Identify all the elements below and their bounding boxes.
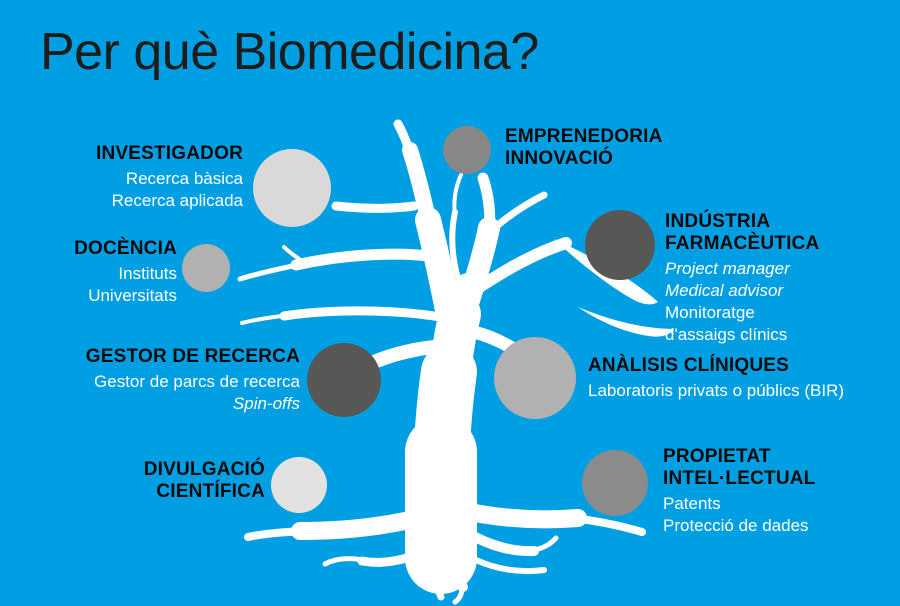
- career-line: Medical advisor: [665, 281, 784, 300]
- career-block-investigador: INVESTIGADOR Recerca bàsica Recerca apli…: [40, 143, 243, 212]
- career-block-divulgacio-cientifica: DIVULGACIÓ CIENTÍFICA: [100, 459, 265, 506]
- page-title: Per què Biomedicina?: [40, 23, 539, 81]
- emprenedoria-innovacio-circle: [443, 126, 491, 174]
- industria-farmaceutica-circle: [585, 210, 655, 280]
- career-line: Gestor de parcs de recerca: [94, 372, 300, 391]
- career-line: Patents: [663, 494, 721, 513]
- career-block-gestor-de-recerca: GESTOR DE RECERCA Gestor de parcs de rec…: [60, 346, 300, 415]
- career-line: Monitoratge: [665, 303, 755, 322]
- career-line: Universitats: [88, 286, 177, 305]
- career-block-emprenedoria-innovacio: EMPRENEDORIA INNOVACIÓ: [505, 126, 725, 173]
- career-line: Spin-offs: [232, 394, 300, 413]
- career-heading: EMPRENEDORIA INNOVACIÓ: [505, 126, 663, 169]
- career-block-propietat-intellectual: PROPIETAT INTEL·LECTUAL Patents Protecci…: [663, 446, 883, 537]
- career-block-analisis-cliniques: ANÀLISIS CLÍNIQUES Laboratoris privats o…: [588, 355, 878, 402]
- career-heading: INDÚSTRIA FARMACÈUTICA: [665, 211, 820, 254]
- career-heading: DOCÈNCIA: [74, 238, 177, 259]
- gestor-de-recerca-circle: [307, 343, 381, 417]
- career-heading: GESTOR DE RECERCA: [85, 346, 300, 367]
- career-line: Laboratoris privats o públics (BIR): [588, 381, 845, 400]
- career-line: Instituts: [118, 264, 177, 283]
- career-block-industria-farmaceutica: INDÚSTRIA FARMACÈUTICA Project manager M…: [665, 211, 885, 346]
- career-heading: PROPIETAT INTEL·LECTUAL: [663, 446, 816, 489]
- career-heading: DIVULGACIÓ CIENTÍFICA: [143, 459, 265, 502]
- career-line: Protecció de dades: [663, 516, 809, 535]
- career-line: d'assaigs clínics: [665, 325, 788, 344]
- career-line: Recerca aplicada: [111, 191, 243, 210]
- career-line: Recerca bàsica: [125, 169, 243, 188]
- propietat-intellectual-circle: [582, 450, 648, 516]
- analisis-cliniques-circle: [494, 337, 576, 419]
- docencia-circle: [182, 244, 230, 292]
- investigador-circle: [253, 149, 331, 227]
- career-line: Project manager: [665, 259, 790, 278]
- career-heading: INVESTIGADOR: [95, 143, 243, 164]
- divulgacio-cientifica-circle: [271, 457, 327, 513]
- career-block-docencia: DOCÈNCIA Instituts Universitats: [20, 238, 177, 307]
- career-heading: ANÀLISIS CLÍNIQUES: [588, 355, 790, 376]
